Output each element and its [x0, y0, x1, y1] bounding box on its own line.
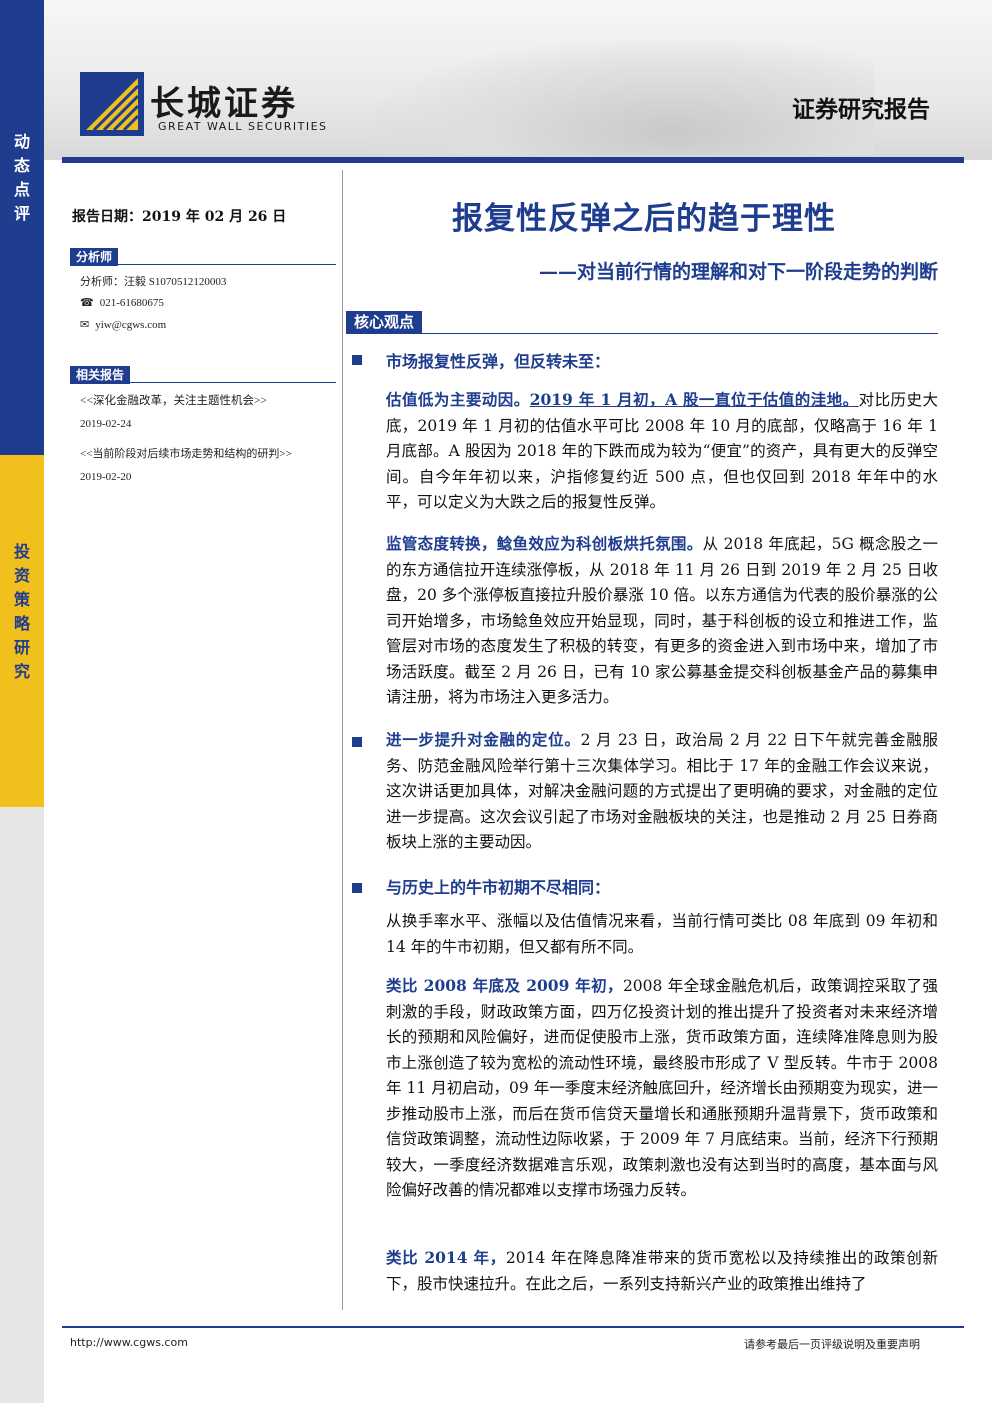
core-views-header: 核心观点 — [346, 311, 938, 334]
great-wall-backdrop — [374, 40, 874, 155]
analyst-phone: ☎ 021-61680675 — [80, 296, 164, 309]
analyst-section-title: 分析师 — [70, 248, 119, 266]
report-title: 报复性反弹之后的趋于理性 — [452, 201, 836, 237]
header-banner — [44, 0, 992, 160]
paragraph-body: 从换手率水平、涨幅以及估值情况来看，当前行情可类比 08 年底到 09 年初和 … — [386, 912, 938, 956]
email-address[interactable]: yiw@cgws.com — [95, 319, 167, 331]
sidebar-category-label: 动态点评 — [13, 132, 30, 223]
paragraph-body: 2008 年全球金融危机后，政策调控采取了强刺激的手段，财政政策方面，四万亿投资… — [386, 977, 938, 1199]
paragraph-lead: 类比 2014 年， — [386, 1248, 506, 1267]
footer-disclaimer: 请参考最后一页评级说明及重要声明 — [744, 1338, 920, 1351]
paragraph: 监管态度转换，鲶鱼效应为科创板烘托氛围。从 2018 年底起，5G 概念股之一的… — [386, 531, 938, 711]
sidebar: 动态点评 投资策略研究 — [0, 0, 44, 1403]
bullet-square-icon — [352, 355, 362, 365]
header-divider — [62, 157, 964, 163]
paragraph: 类比 2008 年底及 2009 年初，2008 年全球金融危机后，政策调控采取… — [386, 973, 938, 1204]
related-report-title[interactable]: <<当前阶段对后续市场走势和结构的研判>> — [80, 448, 292, 460]
brand-name-cn: 长城证券 — [150, 84, 298, 124]
paragraph: 进一步提升对金融的定位。2 月 23 日，政治局 2 月 22 日下午就完善金融… — [386, 727, 938, 856]
paragraph-lead: 监管态度转换，鲶鱼效应为科创板烘托氛围。 — [386, 534, 703, 553]
report-subtitle: ——对当前行情的理解和对下一阶段走势的判断 — [538, 261, 938, 283]
paragraph: 估值低为主要动因。2019 年 1 月初，A 股一直位于估值的洼地。对比历史大底… — [386, 387, 938, 516]
core-views-title: 核心观点 — [346, 311, 423, 333]
email-icon: ✉ — [80, 318, 90, 331]
footer-divider — [62, 1326, 964, 1328]
related-report-date: 2019-02-24 — [80, 418, 132, 430]
paragraph-body: 对比历史大底，2019 年 1 月初的估值水平可比 2008 年 10 月的底部… — [386, 391, 938, 511]
related-reports-header: 相关报告 — [70, 364, 336, 384]
paragraph: 类比 2014 年，2014 年在降息降准带来的货币宽松以及持续推出的政策创新下… — [386, 1245, 938, 1297]
paragraph-body: 从 2018 年底起，5G 概念股之一的东方通信拉开连续涨停板，从 2018 年… — [386, 535, 938, 706]
paragraph: 从换手率水平、涨幅以及估值情况来看，当前行情可类比 08 年底到 09 年初和 … — [386, 909, 938, 960]
phone-icon: ☎ — [80, 296, 94, 309]
bullet-heading: 市场报复性反弹，但反转未至： — [386, 352, 611, 371]
paragraph-lead: 估值低为主要动因。 — [386, 390, 530, 409]
bullet-heading: 与历史上的牛市初期不尽相同： — [386, 878, 611, 897]
paragraph-body: 2 月 23 日，政治局 2 月 22 日下午就完善金融服务、防范金融风险举行第… — [386, 731, 938, 851]
column-divider — [342, 170, 343, 1310]
footer-url[interactable]: http://www.cgws.com — [70, 1336, 188, 1349]
great-wall-logo-icon — [80, 72, 144, 136]
analyst-name: 分析师：汪毅 S1070512120003 — [80, 276, 227, 288]
related-reports-title: 相关报告 — [70, 366, 131, 384]
document-type: 证券研究报告 — [792, 96, 930, 123]
paragraph-lead: 类比 2008 年底及 2009 年初， — [386, 976, 623, 995]
sidebar-blue-band — [0, 0, 44, 455]
analyst-section-header: 分析师 — [70, 246, 336, 266]
bullet-square-icon — [352, 737, 362, 747]
sidebar-section-label: 投资策略研究 — [13, 542, 30, 681]
sidebar-yellow-band — [0, 455, 44, 807]
paragraph-lead: 进一步提升对金融的定位。 — [386, 730, 581, 749]
related-report-date: 2019-02-20 — [80, 471, 132, 483]
related-report-title[interactable]: <<深化金融改革，关注主题性机会>> — [80, 395, 267, 407]
paragraph-body: 2014 年在降息降准带来的货币宽松以及持续推出的政策创新下，股市快速拉升。在此… — [386, 1249, 938, 1293]
analyst-email[interactable]: ✉ yiw@cgws.com — [80, 318, 166, 331]
paragraph-emphasis: 2019 年 1 月初，A 股一直位于估值的洼地。 — [529, 390, 859, 409]
phone-number: 021-61680675 — [99, 297, 164, 309]
bullet-square-icon — [352, 883, 362, 893]
report-date: 报告日期：2019 年 02 月 26 日 — [72, 209, 287, 225]
brand-name-en: GREAT WALL SECURITIES — [158, 120, 328, 133]
